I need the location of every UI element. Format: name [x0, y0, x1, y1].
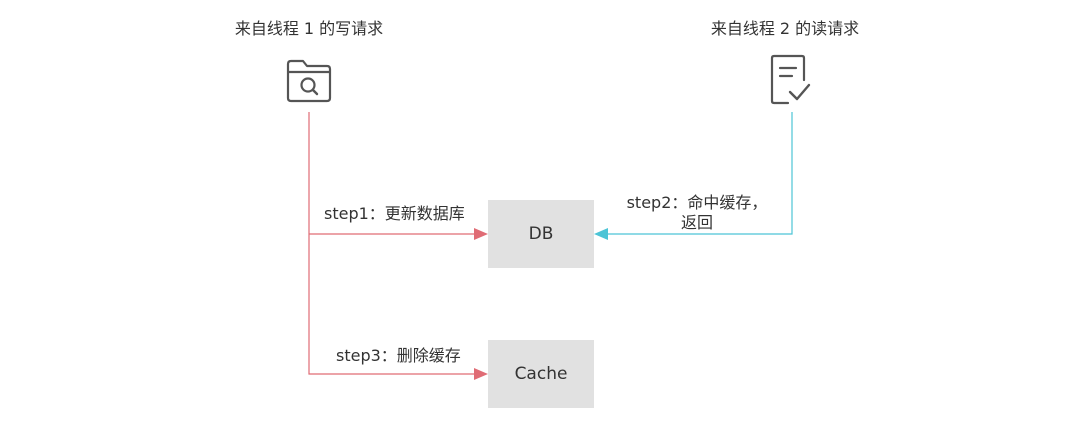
- arrow-to-db: [474, 228, 488, 240]
- arrow-to-cache: [474, 368, 488, 380]
- db-node-label: DB: [528, 224, 554, 244]
- cache-node-label: Cache: [514, 364, 568, 384]
- step3-label: step3：删除缓存: [336, 346, 461, 365]
- document-check-icon: [770, 54, 811, 105]
- step1-label: step1：更新数据库: [324, 204, 465, 223]
- reader-title: 来自线程 2 的读请求: [710, 19, 860, 38]
- step2-label-line1: step2：命中缓存，: [626, 193, 768, 212]
- db-node: DB: [488, 200, 594, 268]
- step2-label: step2：命中缓存， 返回: [622, 193, 772, 233]
- writer-title: 来自线程 1 的写请求: [234, 19, 384, 38]
- folder-search-icon: [286, 59, 332, 103]
- write-path-line: [308, 112, 478, 375]
- read-path-line: [606, 112, 793, 235]
- step2-label-line2: 返回: [680, 213, 713, 232]
- arrow-from-reader: [594, 228, 608, 240]
- cache-node: Cache: [488, 340, 594, 408]
